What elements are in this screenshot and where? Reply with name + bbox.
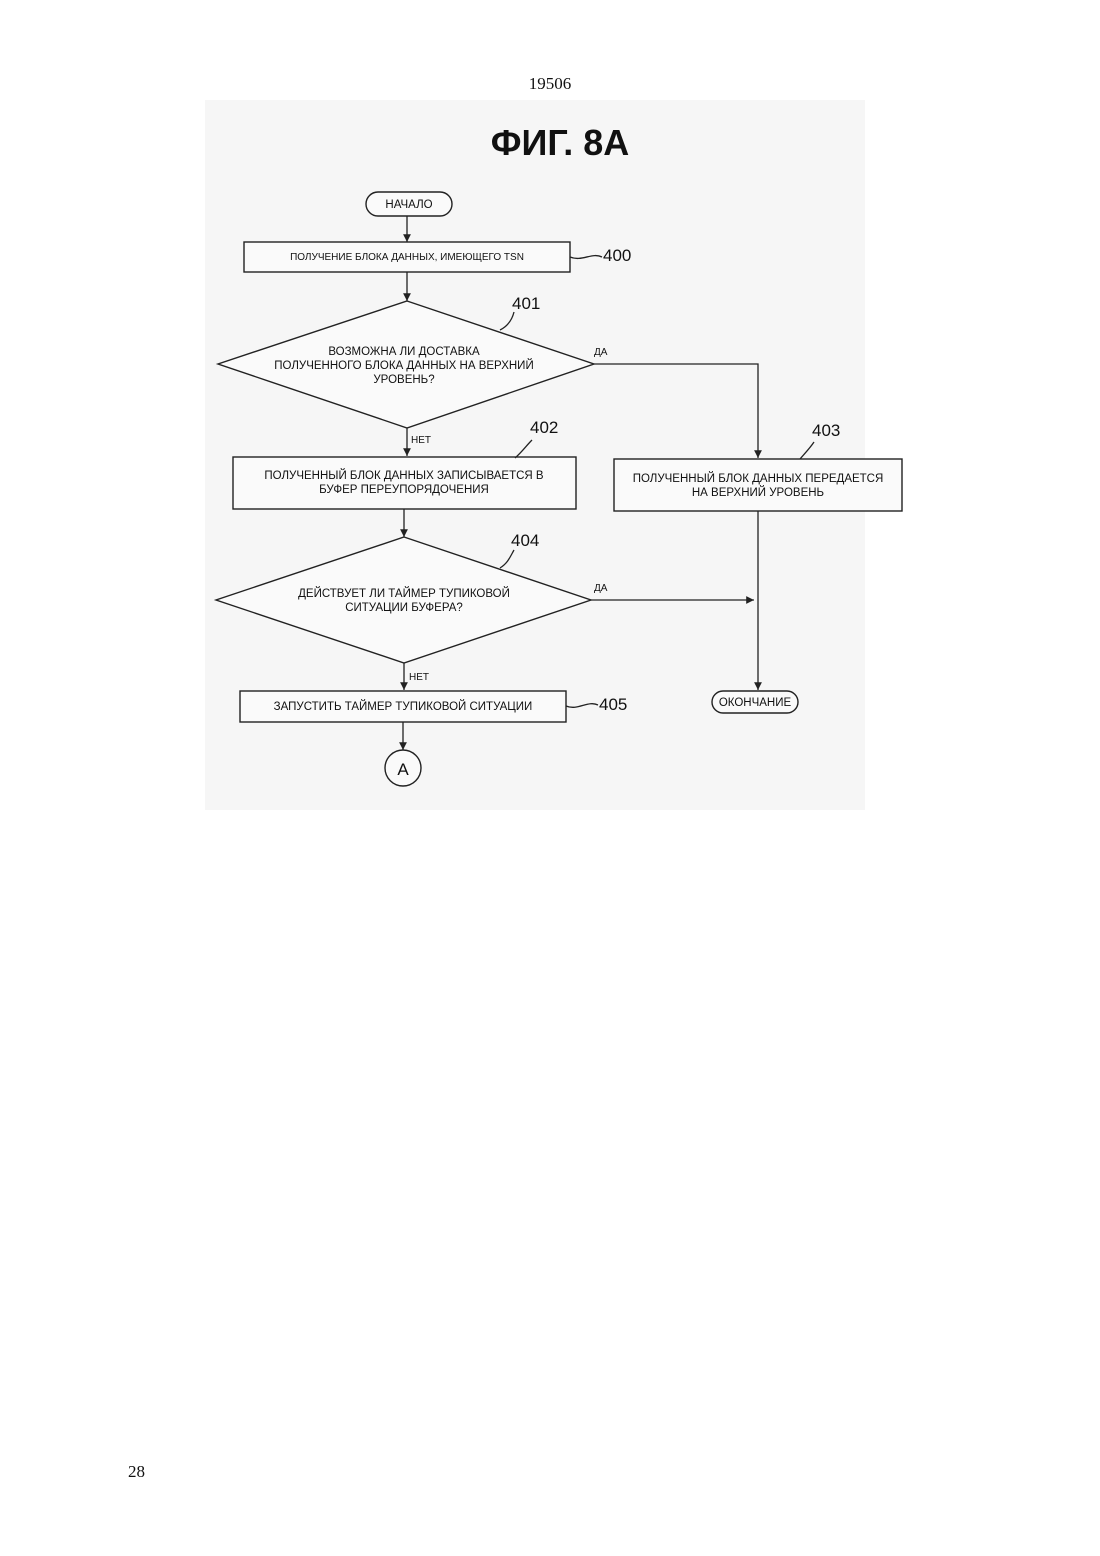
page-number: 28 [128,1462,145,1482]
ref-404: 404 [511,531,539,550]
decision-404-line-2: СИТУАЦИИ БУФЕРА? [345,602,463,614]
decision-404-line-1: ДЕЙСТВУЕТ ЛИ ТАЙМЕР ТУПИКОВОЙ [298,587,510,600]
ref-400: 400 [603,246,631,265]
start-terminal: НАЧАЛО [366,192,452,216]
end-label: ОКОНЧАНИЕ [719,697,792,709]
decision-401-line-3: УРОВЕНЬ? [373,374,434,386]
step-400-text: ПОЛУЧЕНИЕ БЛОКА ДАННЫХ, ИМЕЮЩЕГО TSN [290,252,524,263]
yes-label-404: ДА [594,583,608,594]
step-402-line-2: БУФЕР ПЕРЕУПОРЯДОЧЕНИЯ [319,484,489,496]
step-403-line-1: ПОЛУЧЕННЫЙ БЛОК ДАННЫХ ПЕРЕДАЕТСЯ [633,472,884,485]
step-402: ПОЛУЧЕННЫЙ БЛОК ДАННЫХ ЗАПИСЫВАЕТСЯ В БУ… [233,418,576,509]
figure-title: ФИГ. 8А [491,122,630,163]
ref-403: 403 [812,421,840,440]
start-label: НАЧАЛО [385,199,432,211]
step-403-line-2: НА ВЕРХНИЙ УРОВЕНЬ [692,486,824,499]
ref-401: 401 [512,294,540,313]
decision-401-line-2: ПОЛУЧЕННОГО БЛОКА ДАННЫХ НА ВЕРХНИЙ [274,359,533,372]
step-402-line-1: ПОЛУЧЕННЫЙ БЛОК ДАННЫХ ЗАПИСЫВАЕТСЯ В [264,469,544,482]
connector-a-label: А [397,760,409,779]
decision-401-line-1: ВОЗМОЖНА ЛИ ДОСТАВКА [328,346,480,358]
ref-405: 405 [599,695,627,714]
no-label-401: НЕТ [411,435,431,446]
step-405-text: ЗАПУСТИТЬ ТАЙМЕР ТУПИКОВОЙ СИТУАЦИИ [274,700,533,713]
no-label-404: НЕТ [409,672,429,683]
ref-402: 402 [530,418,558,437]
yes-label-401: ДА [594,347,608,358]
step-405: ЗАПУСТИТЬ ТАЙМЕР ТУПИКОВОЙ СИТУАЦИИ 405 [240,691,627,722]
connector-a: А [385,750,421,786]
step-400: ПОЛУЧЕНИЕ БЛОКА ДАННЫХ, ИМЕЮЩЕГО TSN 400 [244,242,631,272]
decision-404: ДЕЙСТВУЕТ ЛИ ТАЙМЕР ТУПИКОВОЙ СИТУАЦИИ Б… [216,531,591,663]
flow-arrow-yes [594,364,758,458]
decision-401: ВОЗМОЖНА ЛИ ДОСТАВКА ПОЛУЧЕННОГО БЛОКА Д… [218,294,594,428]
end-terminal: ОКОНЧАНИЕ [712,691,798,713]
